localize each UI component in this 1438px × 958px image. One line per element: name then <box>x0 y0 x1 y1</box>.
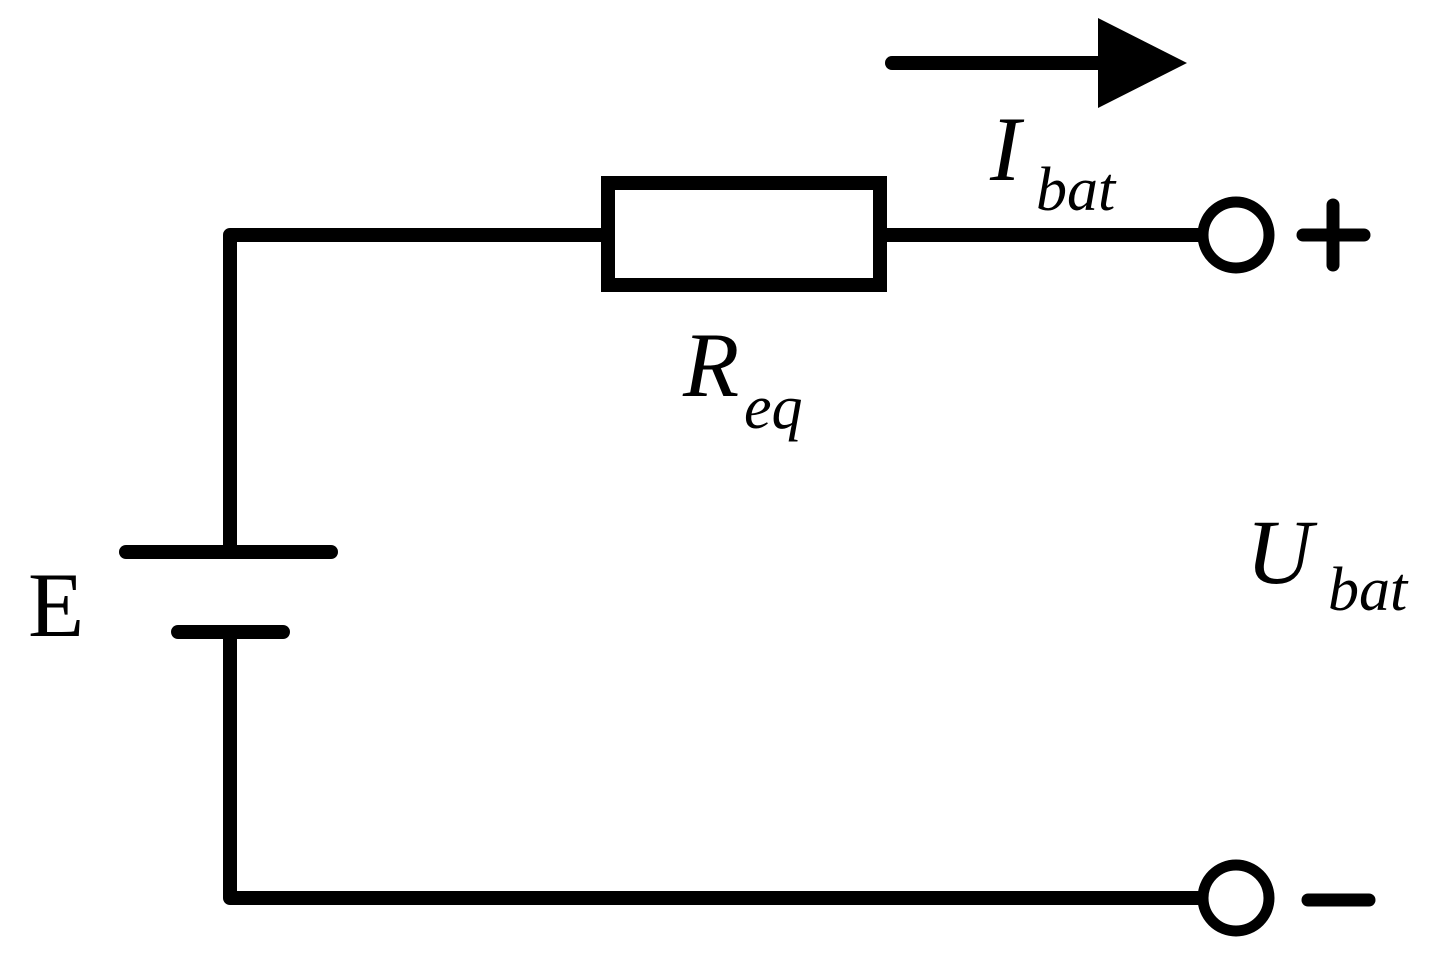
current-label: I bat <box>989 98 1117 224</box>
resistor-label-main: R <box>682 314 739 416</box>
top-wire-left <box>223 228 615 555</box>
resistor-label: R eq <box>682 314 803 442</box>
circuit-wires <box>223 228 1207 905</box>
negative-terminal <box>1197 859 1275 937</box>
battery-source <box>119 545 338 639</box>
positive-sign-icon <box>1296 198 1371 272</box>
current-label-sub: bat <box>1036 156 1117 224</box>
current-arrow-head <box>1098 18 1187 108</box>
current-label-main: I <box>989 98 1025 200</box>
positive-terminal <box>1197 196 1275 274</box>
resistor-req <box>601 176 887 292</box>
source-label: E <box>28 554 84 656</box>
voltage-label-sub: bat <box>1328 556 1409 624</box>
voltage-label-main: U <box>1246 501 1318 603</box>
voltage-label: U bat <box>1246 501 1409 624</box>
resistor-label-sub: eq <box>744 374 803 442</box>
bottom-wire <box>223 628 1205 905</box>
current-arrow <box>885 18 1187 108</box>
